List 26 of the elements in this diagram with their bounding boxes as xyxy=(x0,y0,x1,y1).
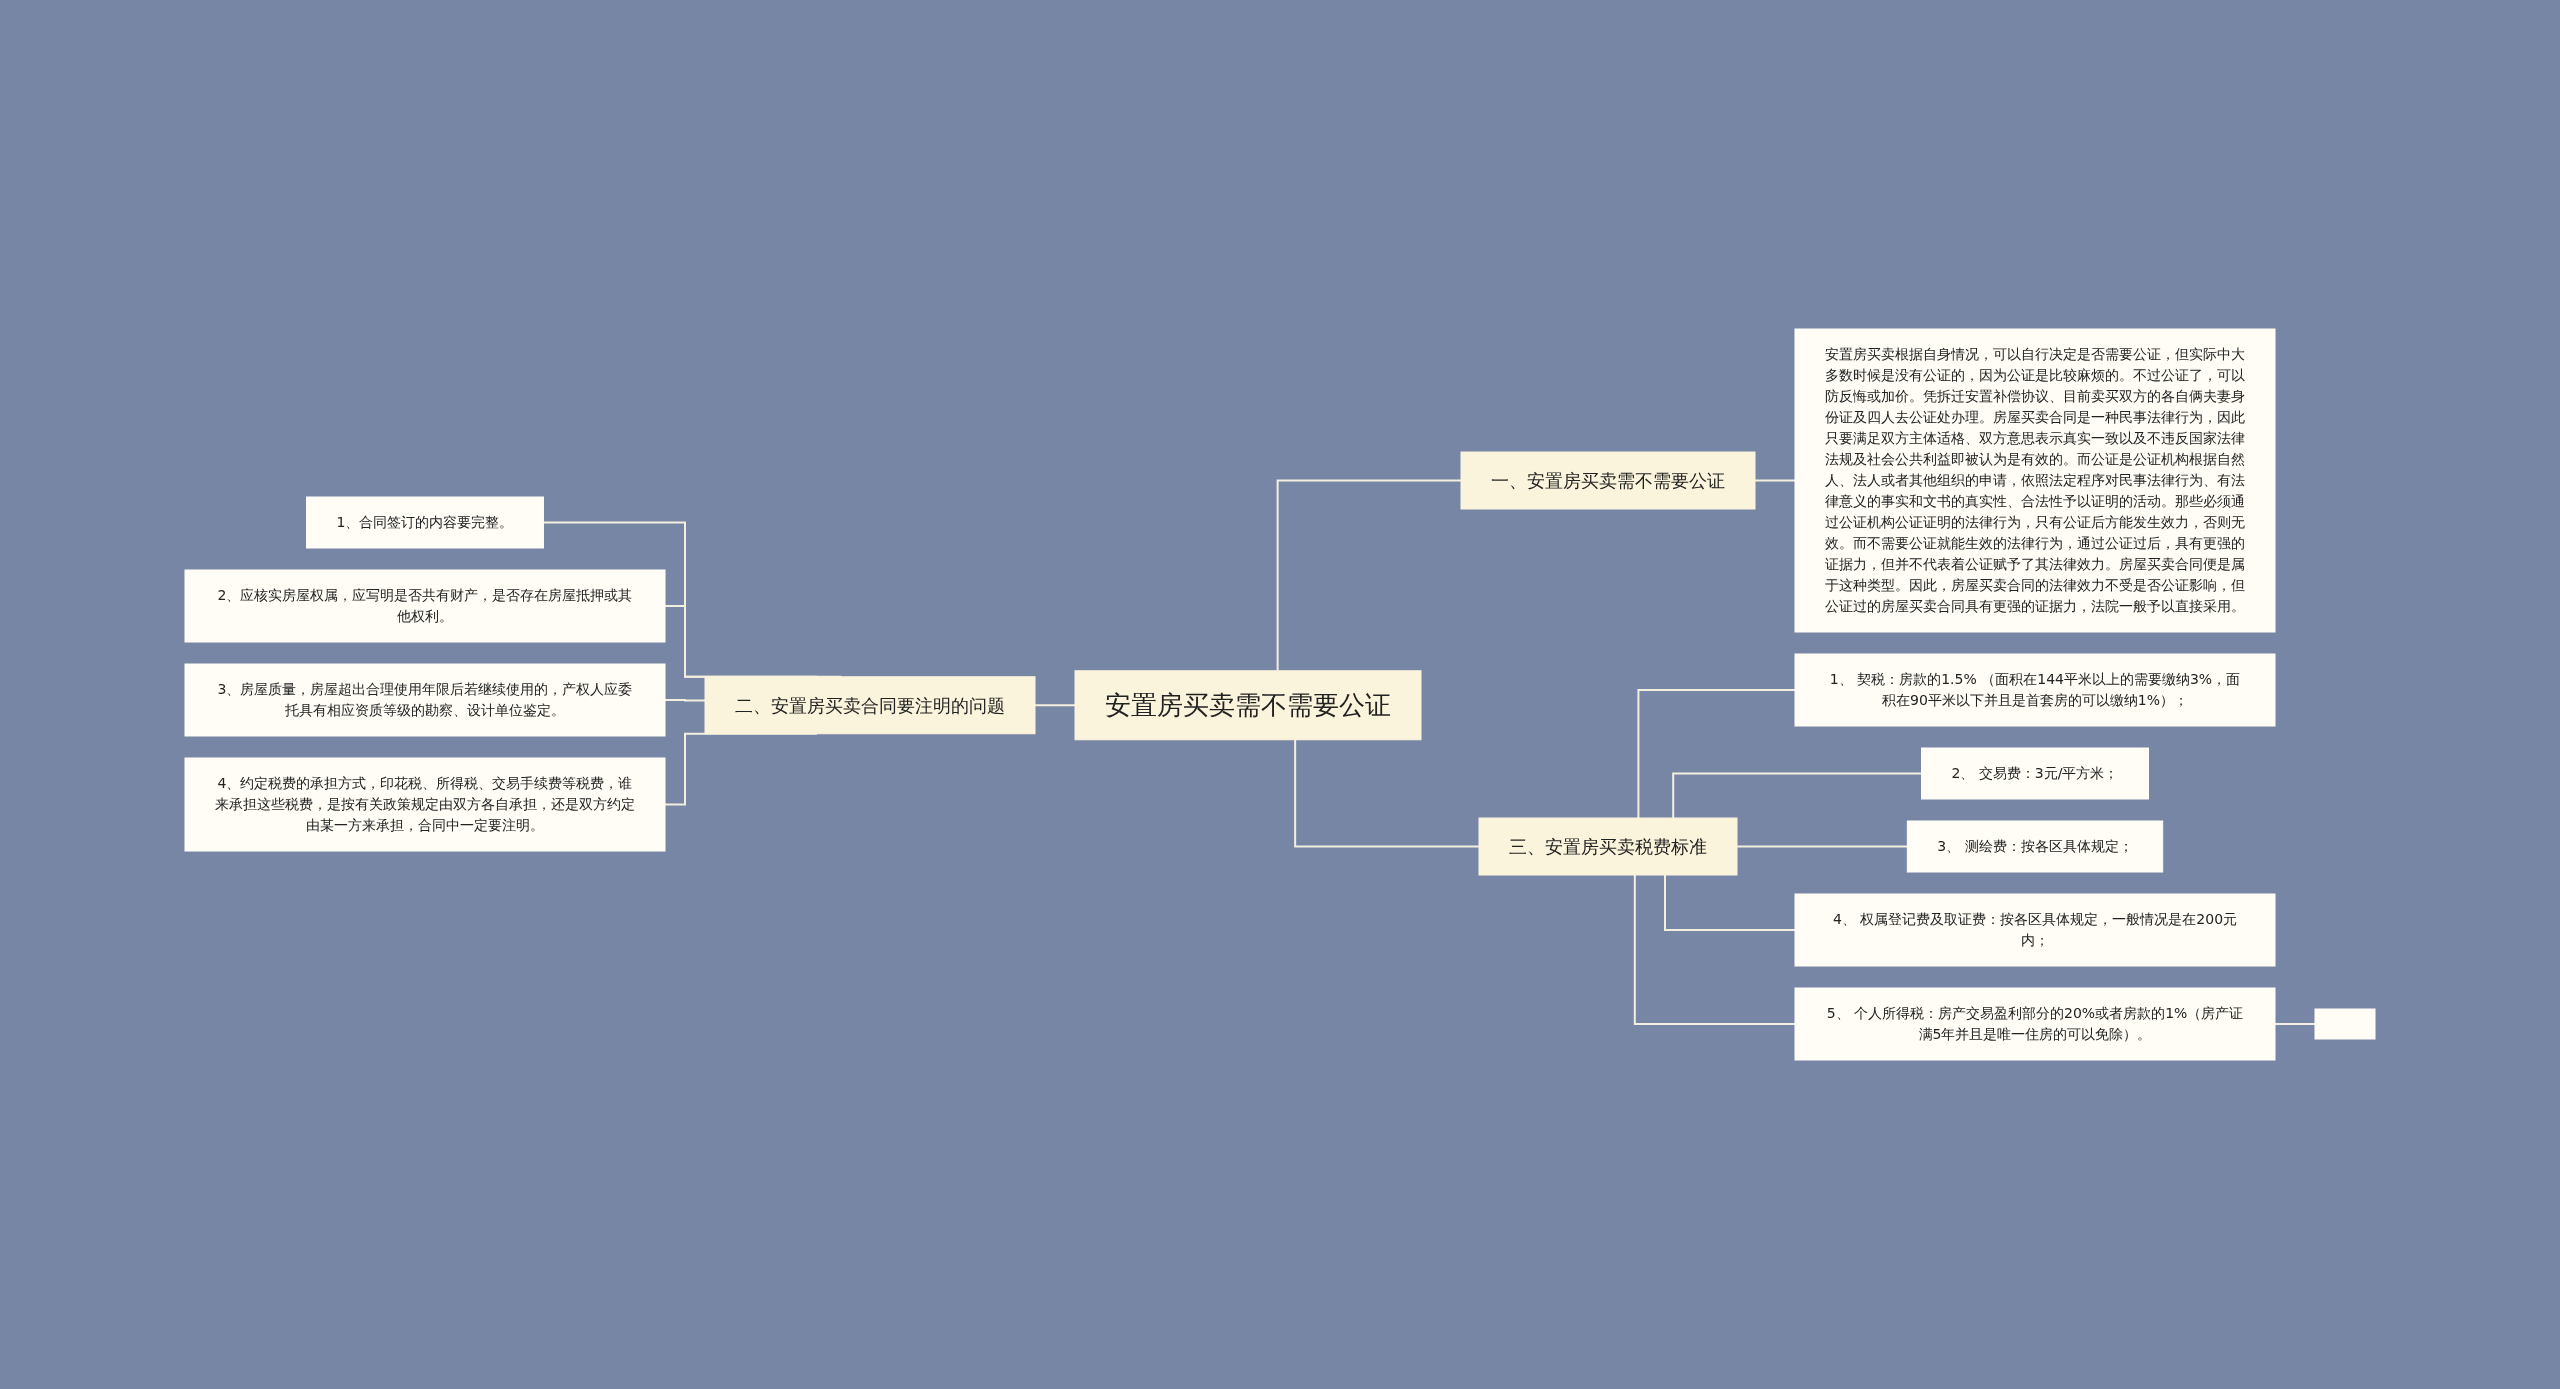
connector xyxy=(664,699,706,702)
node-box: 三、安置房买卖税费标准 xyxy=(1478,817,1738,876)
connector xyxy=(2274,1023,2316,1025)
node-box: 1、 契税：房款的1.5% （面积在144平米以上的需要缴纳3%，面积在90平米以下并且是首套房的可以缴纳1%）； xyxy=(1794,653,2276,727)
connector xyxy=(1633,874,1796,1025)
connector xyxy=(1276,479,1462,672)
node-box: 安置房买卖根据自身情况，可以自行决定是否需要公证，但实际中大多数时候是没有公证的，因为公证是比较麻烦的。不过公证了，可以防反悔或加价。凭拆迁安置补偿协议、目前卖买双方的各自俩夫妻身份证及四人去公证处办理。房屋买卖合同是一种民事法律行为，因此只要满足双方主体适格、双方意思表示真实一致以及不违反国家法律法规及社会公共利益即被认为是有效的。而公证是公证机构根据自然人、法人或者其他组织的申请，依照法定程序对民事法律行为、有法律意义的事实和文书的真实性、合法性予以证明的活动。那些必须通过公证机构公证证明的法律行为，只有公证后方能发生效力，否则无效。而不需要公证就能生效的法律行为，通过公证过后，具有更强的证据力，但并不代表着公证赋予了其法律效力。房屋买卖合同便是属于这种类型。因此，房屋买卖合同的法律效力不受是否公证影响，但公证过的房屋买卖合同具有更强的证据力，法院一般予以直接采用。 xyxy=(1794,328,2276,633)
node-box: 2、 交易费：3元/平方米； xyxy=(1921,747,2149,800)
node-box: 2、应核实房屋权属，应写明是否共有财产，是否存在房屋抵押或其他权利。 xyxy=(184,569,666,643)
connector xyxy=(1664,874,1796,931)
connector xyxy=(1637,689,1796,819)
connector xyxy=(1294,738,1480,848)
node-box: 二、安置房买卖合同要注明的问题 xyxy=(704,676,1036,735)
node-box: 3、房屋质量，房屋超出合理使用年限后若继续使用的，产权人应委托具有相应资质等级的勘察、设计单位鉴定。 xyxy=(184,663,666,737)
node-box: 3、 测绘费：按各区具体规定； xyxy=(1906,820,2164,873)
node-box: 4、约定税费的承担方式，印花税、所得税、交易手续费等税费，谁来承担这些税费，是按有关政策规定由双方各自承担，还是双方约定由某一方来承担，合同中一定要注明。 xyxy=(184,757,666,852)
connector xyxy=(1672,772,1923,819)
node-box: 5、 个人所得税：房产交易盈利部分的20%或者房款的1%（房产证满5年并且是唯一住房的可以免除）。 xyxy=(1794,987,2276,1061)
node-box: 1、合同签订的内容要完整。 xyxy=(306,496,544,549)
node-box: 安置房买卖需不需要公证 xyxy=(1074,670,1422,741)
node-box xyxy=(2314,1008,2376,1040)
node-box: 一、安置房买卖需不需要公证 xyxy=(1460,451,1756,510)
connector xyxy=(1034,704,1076,707)
node-box: 4、 权属登记费及取证费：按各区具体规定，一般情况是在200元内； xyxy=(1794,893,2276,967)
connector xyxy=(1736,845,1909,848)
connector xyxy=(1754,479,1796,482)
